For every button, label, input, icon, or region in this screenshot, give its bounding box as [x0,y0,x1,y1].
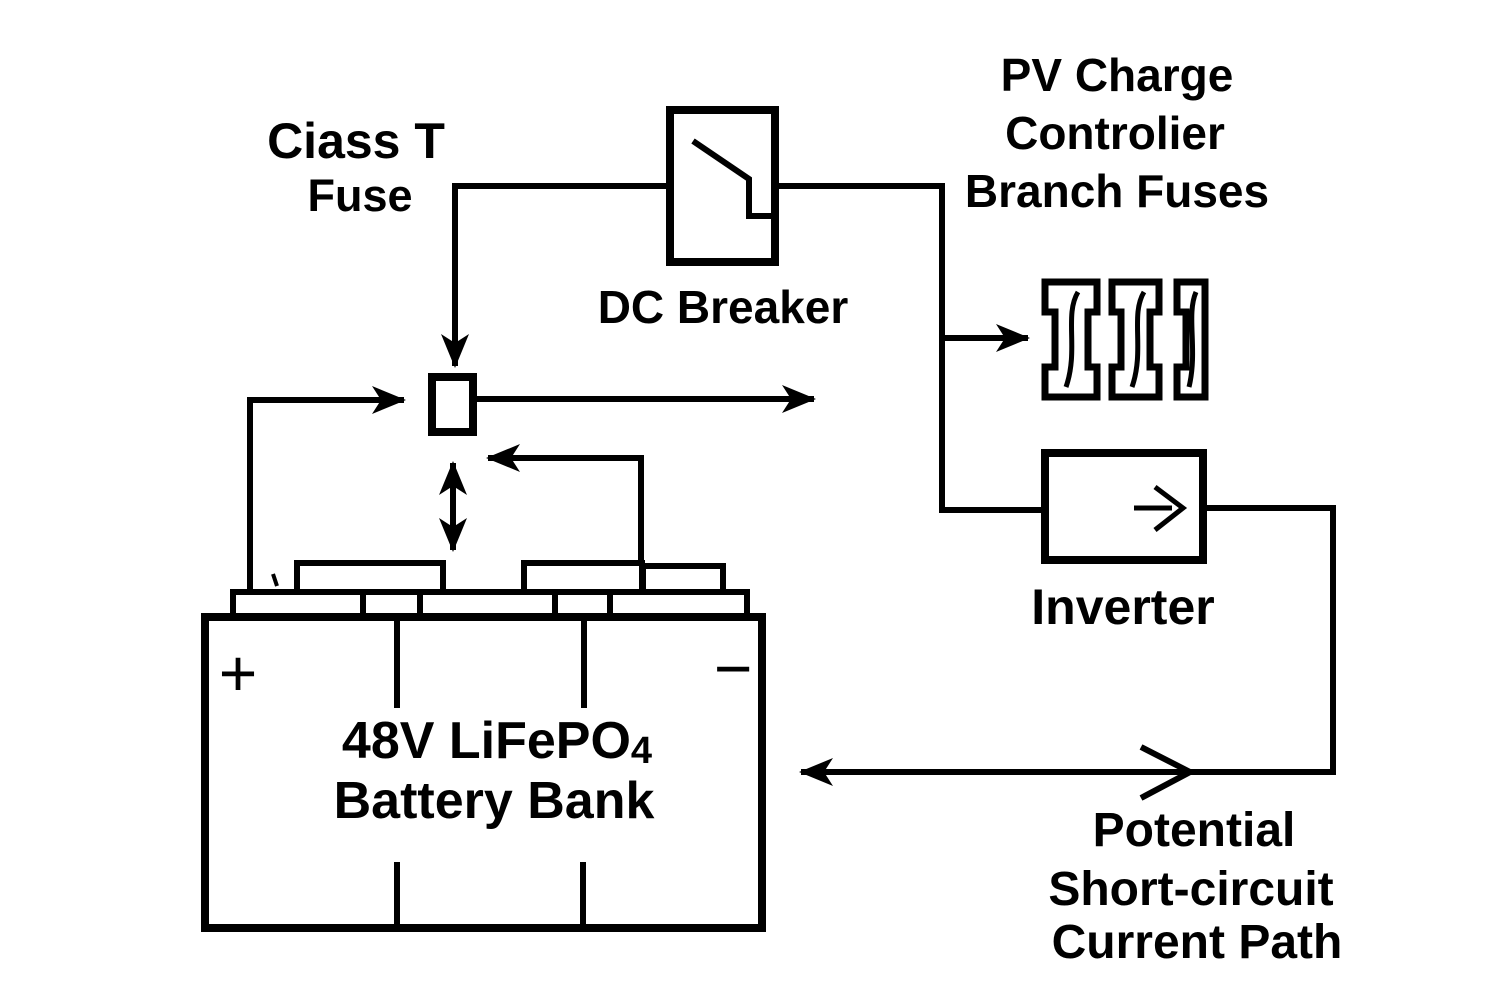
battery-box [201,613,766,932]
breaker-output-wire [775,183,1043,513]
battery-strap-1 [294,560,446,595]
dc-breaker-box [666,106,779,266]
battery-strap-3 [640,563,726,595]
class-t-feed-arrow [441,183,670,368]
charge-return-arrow [486,444,644,566]
battery-positive-arrow [247,386,406,596]
class-t-fuse-label-line1: Ciass T [267,113,445,169]
battery-label-line2: Battery Bank [334,772,655,830]
battery-terminal-2 [417,589,558,620]
short-circuit-label-line3: Current Path [1052,916,1343,969]
class-t-fuse-icon [428,373,477,436]
pv-branch-label-line2: Controlier [1005,107,1225,159]
battery-strap-2 [521,560,645,595]
fuse-3-element [1186,291,1199,388]
branch-fuse-icons [1041,278,1209,401]
battery-negative-symbol: − [714,631,753,705]
battery-label-line1-sub: 4 [631,730,652,772]
battery-positive-symbol: + [219,636,258,710]
short-circuit-path-arrow [799,505,1336,786]
class-t-fuse-label-line2: Fuse [307,170,412,221]
inverter-label: Inverter [1031,579,1214,635]
breaker-switch-icon [691,138,773,219]
battery-label-line1: 48V LiFePO4 [342,712,652,772]
pv-branch-label-line3: Branch Fuses [965,165,1269,217]
fuse-2-element [1129,290,1147,388]
dc-breaker-label: DC Breaker [598,281,849,333]
short-circuit-label-line2: Short-circuit [1048,863,1333,916]
short-circuit-label-line1: Potential [1093,804,1296,857]
fuse-1-element [1063,290,1081,388]
inverter-arrow-icon [1153,485,1188,532]
pv-branch-label-line1: PV Charge [1001,49,1234,101]
inverter-box [1041,449,1207,564]
stray-mark [271,573,279,587]
current-direction-chevron-icon [1139,744,1197,801]
battery-label-line1-main: 48V LiFePO [342,712,631,770]
